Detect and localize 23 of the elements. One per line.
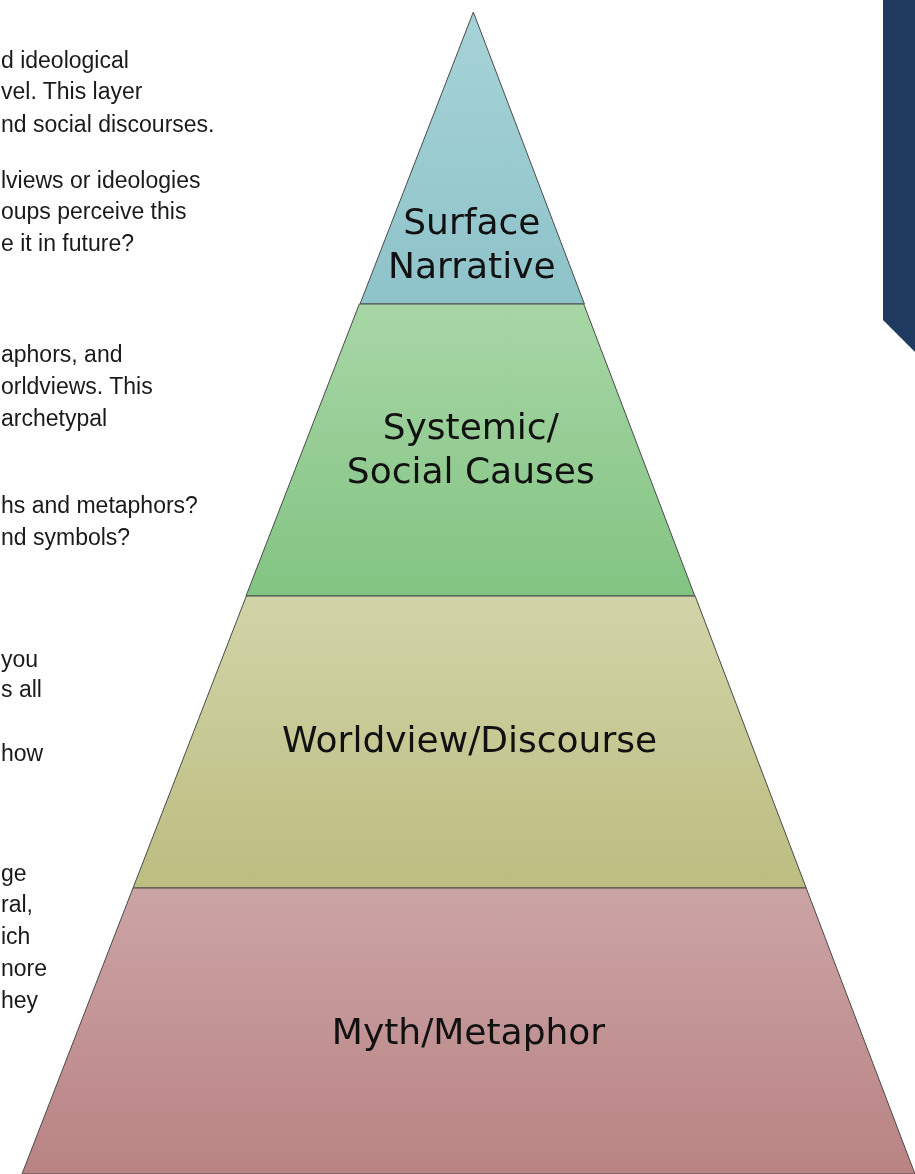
text-line: how	[1, 739, 44, 767]
text-line: s all	[1, 675, 42, 703]
layer-label: Worldview/Discourse	[282, 718, 658, 762]
text-line: aphors, and	[1, 340, 123, 368]
text-line: ral,	[1, 890, 33, 918]
text-line: d ideological	[1, 46, 129, 74]
text-line: hey	[1, 986, 39, 1014]
text-line: nore	[1, 954, 48, 982]
text-line: you	[1, 645, 39, 673]
layer-label: Myth/Metaphor	[331, 1010, 606, 1054]
text-line: lviews or ideologies	[1, 166, 201, 194]
layer-label: Surface Narrative	[387, 200, 557, 288]
layer-label: Systemic/ Social Causes	[345, 405, 596, 493]
text-line: nd social discourses.	[1, 110, 215, 138]
text-line: oups perceive this	[1, 197, 187, 225]
text-line: archetypal	[1, 404, 108, 432]
text-line: ge	[1, 859, 27, 887]
text-line: e it in future?	[1, 229, 134, 257]
text-line: vel. This layer	[1, 77, 143, 105]
text-line: ich	[1, 922, 31, 950]
text-line: nd symbols?	[1, 523, 131, 551]
text-line: hs and metaphors?	[1, 491, 198, 519]
text-line: orldviews. This	[1, 372, 153, 400]
